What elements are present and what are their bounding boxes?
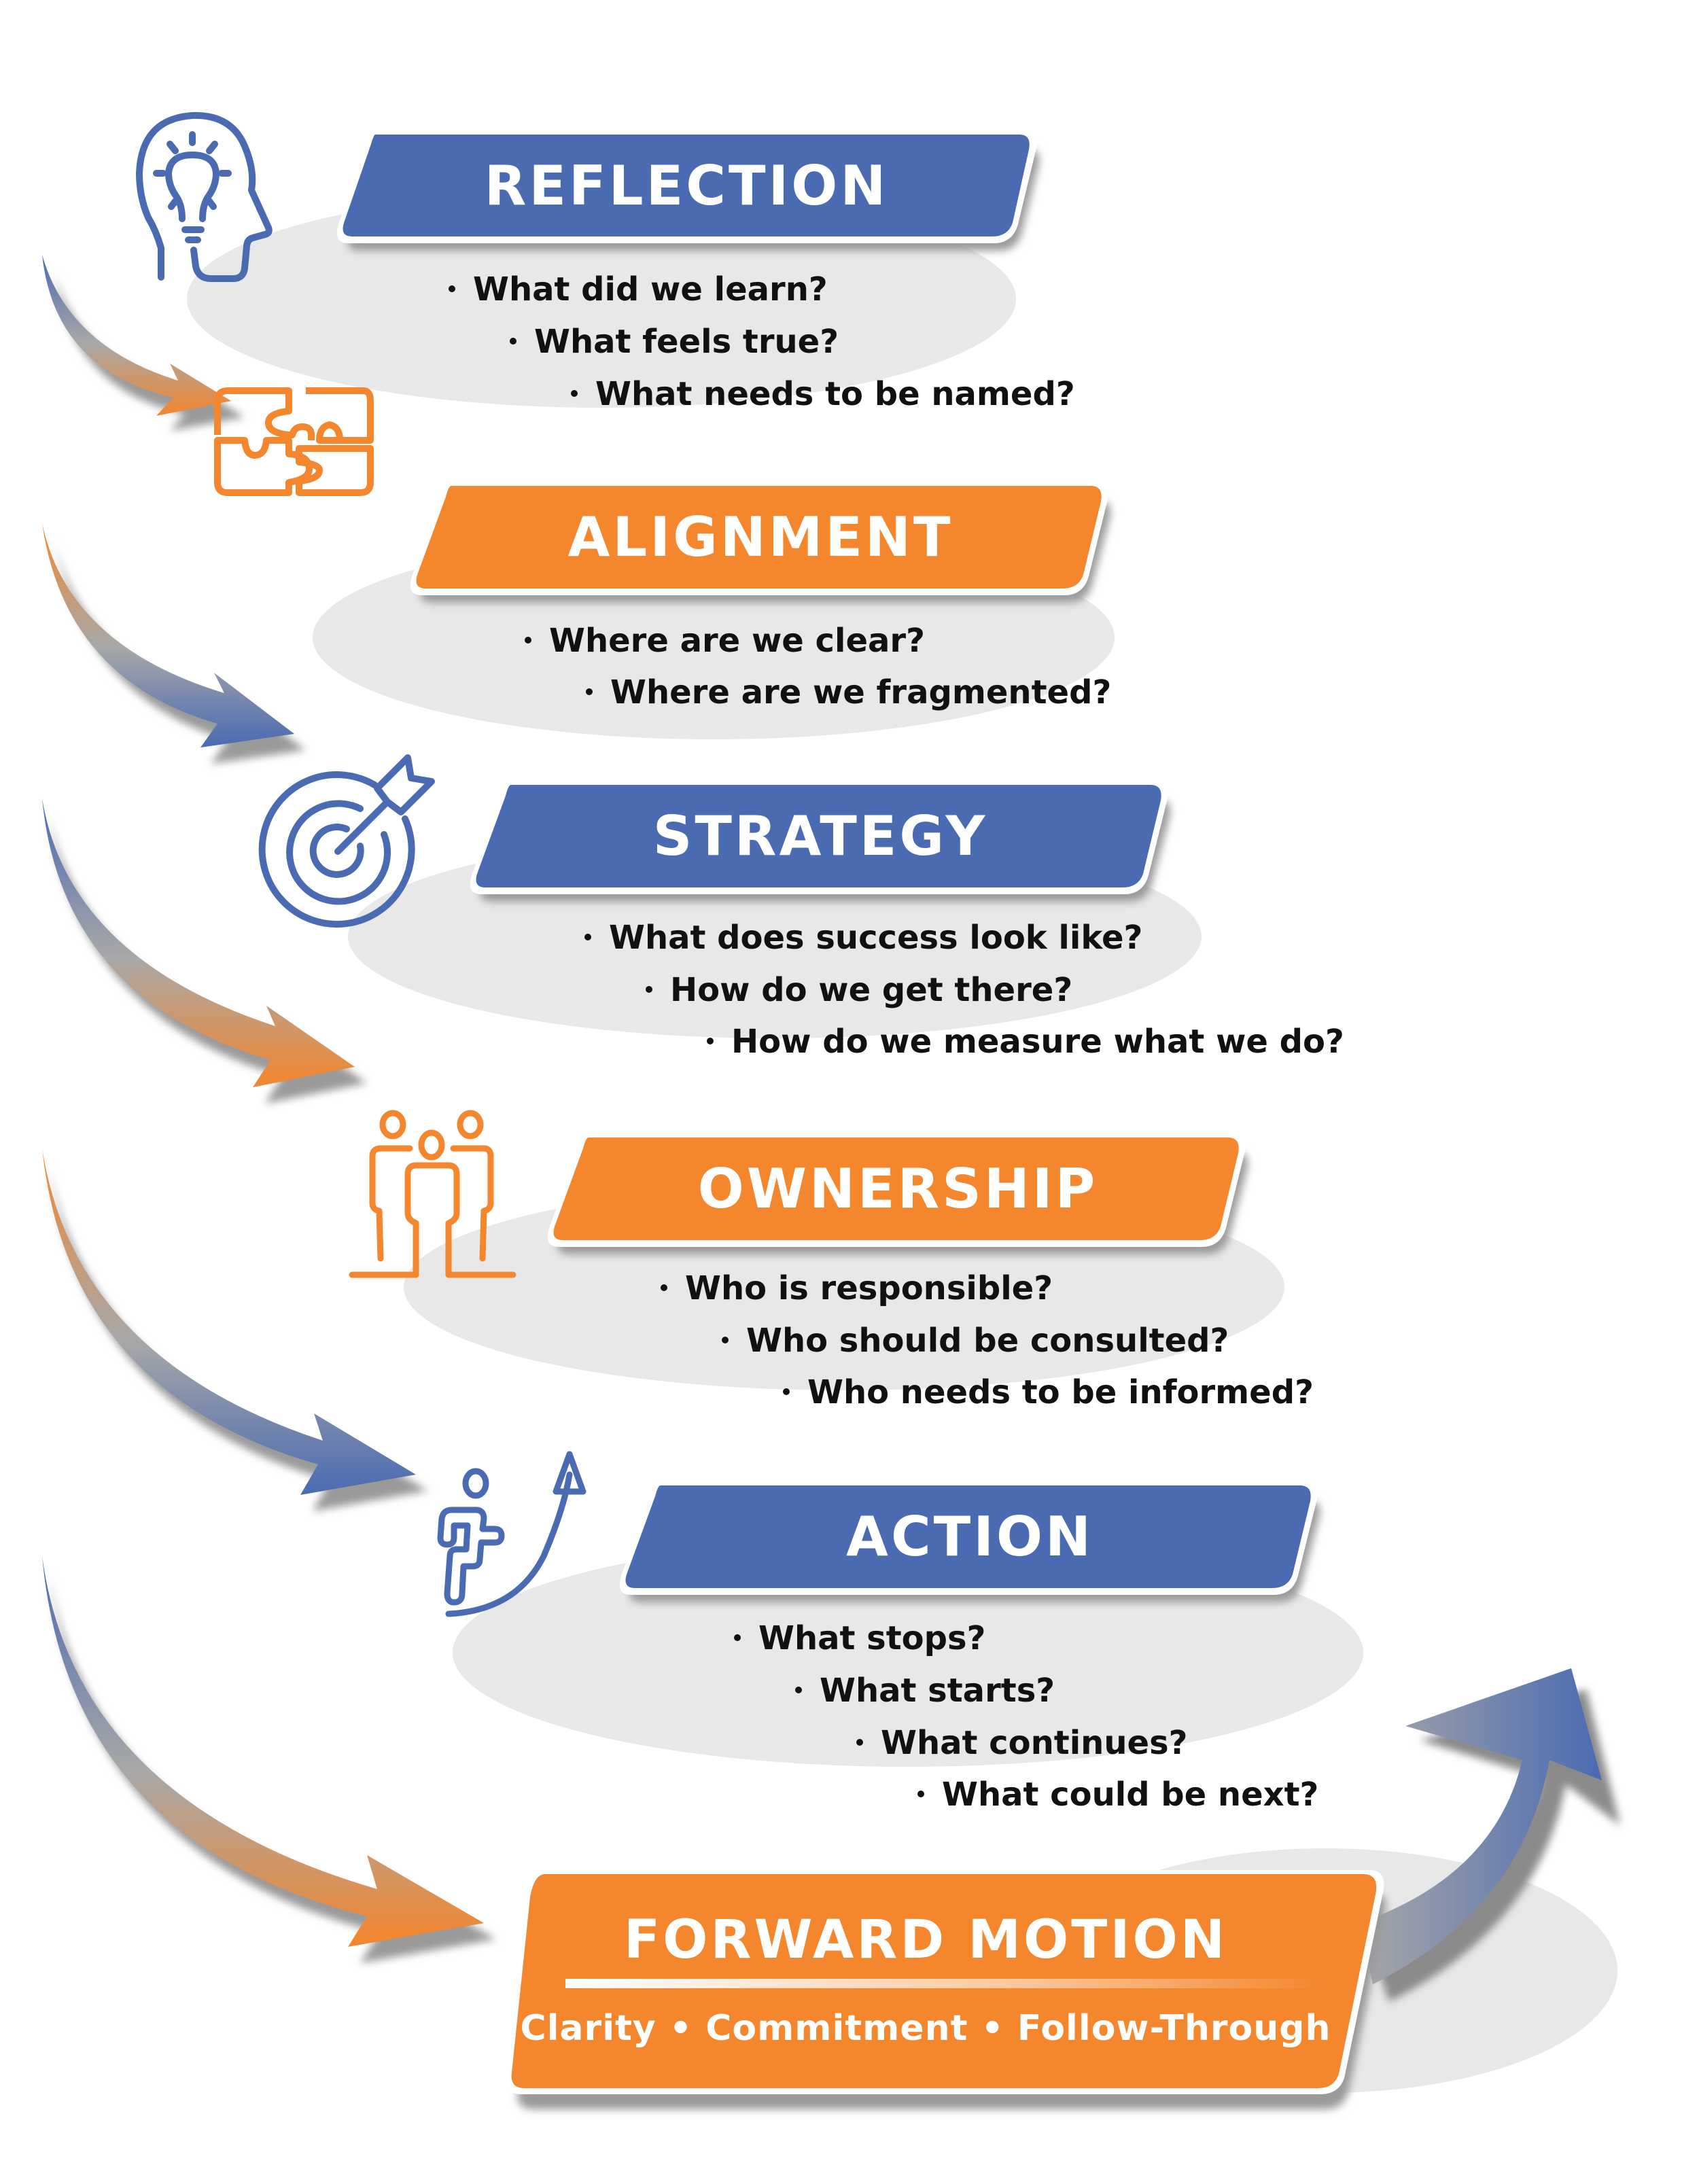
bullet-dot-icon <box>571 390 578 397</box>
action-bullet-4: What could be next? <box>917 1776 1318 1814</box>
ownership-bullet-3: Who needs to be informed? <box>783 1373 1314 1411</box>
flow-arrow-2 <box>42 523 306 764</box>
step-title: OWNERSHIP <box>697 1157 1098 1220</box>
bullet-dot-icon <box>734 1634 741 1641</box>
lightbulb-head-icon <box>136 111 273 282</box>
bullet-dot-icon <box>707 1038 714 1044</box>
ownership-bullet-2: Who should be consulted? <box>722 1322 1229 1360</box>
strategy-bullet-3: How do we measure what we do? <box>707 1023 1344 1061</box>
bullet-dot-icon <box>856 1739 863 1746</box>
step-title: ALIGNMENT <box>567 505 953 569</box>
bullet-dot-icon <box>449 285 455 292</box>
bullet-dot-icon <box>586 688 593 695</box>
flow-arrow-5 <box>42 1556 496 1963</box>
ownership-banner-shape <box>547 1134 1248 1254</box>
bullet-dot-icon <box>795 1687 802 1693</box>
reflection-banner-shape <box>336 131 1040 251</box>
alignment-bullet-1: Where are we clear? <box>525 622 925 660</box>
step-title: ACTION <box>846 1504 1093 1568</box>
action-bullet-1: What stops? <box>734 1619 985 1657</box>
strategy-banner-shape <box>470 781 1170 902</box>
strategy-bullet-2: How do we get there? <box>646 971 1072 1009</box>
forward-motion-subtitle: Clarity • Commitment • Follow-Through <box>520 2008 1331 2049</box>
step-alignment-banner: ALIGNMENT <box>417 486 1104 588</box>
forward-arrow <box>1359 1668 1620 2002</box>
puzzle-icon <box>214 387 374 496</box>
step-reflection-banner: REFLECTION <box>343 135 1030 236</box>
bullet-dot-icon <box>525 637 531 644</box>
step-title: STRATEGY <box>652 804 988 868</box>
reflection-bullet-3: What needs to be named? <box>571 375 1075 413</box>
step-action-banner: ACTION <box>627 1485 1313 1587</box>
forward-motion-title: FORWARD MOTION <box>623 1909 1228 1971</box>
forward-motion-divider <box>565 1979 1327 1988</box>
strategy-bullet-1: What does success look like? <box>584 919 1142 957</box>
step-ownership-banner: OWNERSHIP <box>555 1138 1241 1239</box>
bullet-dot-icon <box>722 1337 729 1343</box>
ownership-bullet-1: Who is responsible? <box>661 1269 1053 1307</box>
action-bullet-3: What continues? <box>856 1724 1187 1762</box>
bullet-dot-icon <box>510 338 516 345</box>
action-banner-shape <box>619 1482 1320 1602</box>
alignment-bullet-2: Where are we fragmented? <box>586 673 1111 711</box>
team-people-icon <box>349 1110 516 1278</box>
bullet-dot-icon <box>584 934 591 940</box>
flow-arrow-4 <box>42 1148 428 1511</box>
alignment-banner-shape <box>410 482 1110 603</box>
bullet-dot-icon <box>661 1284 667 1291</box>
step-strategy-banner: STRATEGY <box>477 785 1163 887</box>
bullet-dot-icon <box>646 986 652 993</box>
climbing-person-icon <box>437 1451 586 1617</box>
forward-motion-banner-shape <box>505 1870 1386 2109</box>
bullet-dot-icon <box>783 1388 790 1395</box>
action-bullet-2: What starts? <box>795 1672 1055 1710</box>
target-arrow-icon <box>258 754 435 928</box>
flow-arrow-1 <box>42 255 245 431</box>
reflection-bullet-2: What feels true? <box>510 323 839 361</box>
flow-arrow-3 <box>42 798 367 1104</box>
reflection-bullet-1: What did we learn? <box>449 270 828 309</box>
step-title: REFLECTION <box>484 154 889 217</box>
bullet-dot-icon <box>917 1791 924 1797</box>
